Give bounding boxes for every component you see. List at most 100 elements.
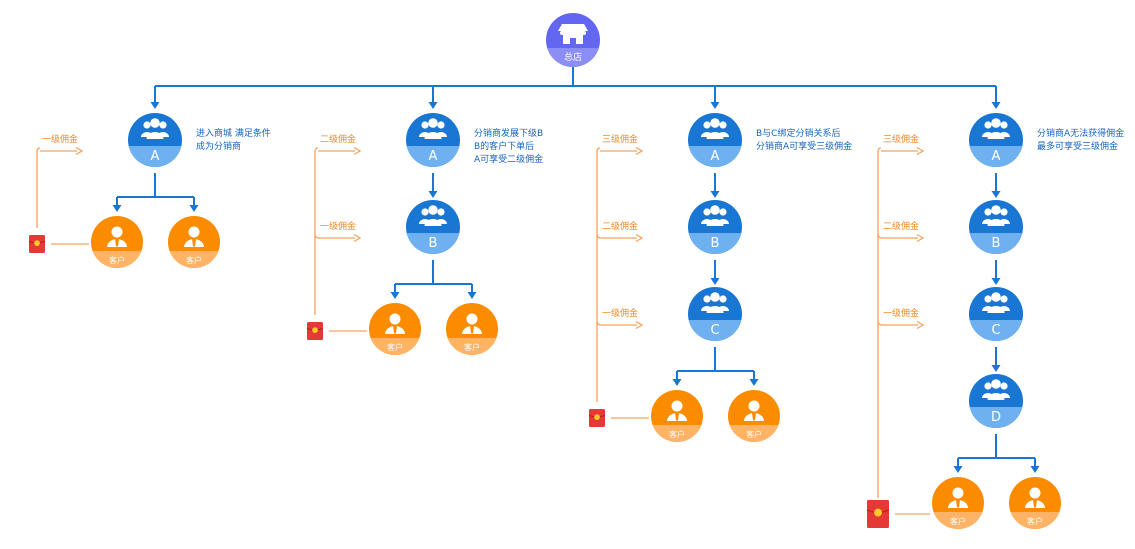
distributor-label: B xyxy=(992,236,1001,251)
customer-arrow xyxy=(1030,458,1040,473)
customer-label: 客户 xyxy=(1027,516,1043,526)
chain-arrow xyxy=(428,173,438,198)
customer-node: 客户 xyxy=(728,390,780,442)
user-icon xyxy=(948,487,968,508)
note-line: 分销商A可享受三级佣金 xyxy=(756,140,852,152)
distributor-node: B xyxy=(688,200,742,254)
customer-node: 客户 xyxy=(1009,477,1061,529)
commission-label: 一级佣金 xyxy=(883,307,919,319)
group-icon xyxy=(701,205,729,226)
customer-arrow xyxy=(672,371,682,386)
commission-label: 二级佣金 xyxy=(320,133,356,145)
group-icon xyxy=(982,118,1010,139)
note-line: 成为分销商 xyxy=(196,140,241,152)
user-icon xyxy=(1025,487,1045,508)
distributor-label: B xyxy=(429,236,438,251)
distributor-label: A xyxy=(711,149,720,164)
commission-arrow xyxy=(882,320,925,330)
user-icon xyxy=(462,313,482,334)
distributor-label: D xyxy=(991,410,1001,425)
customer-node: 客户 xyxy=(91,216,143,268)
customer-arrow xyxy=(749,371,759,386)
group-icon xyxy=(982,205,1010,226)
customer-arrow xyxy=(189,197,199,212)
distributor-label: A xyxy=(992,149,1001,164)
red-envelope-icon xyxy=(866,500,890,528)
hq-to-column-arrow xyxy=(428,86,438,109)
commission-label: 一级佣金 xyxy=(320,220,356,232)
group-icon xyxy=(419,118,447,139)
distributor-label: A xyxy=(429,149,438,164)
commission-arrow xyxy=(319,233,362,243)
group-icon xyxy=(982,379,1010,400)
customer-label: 客户 xyxy=(109,255,125,265)
customer-label: 客户 xyxy=(186,255,202,265)
commission-arrow xyxy=(318,146,362,156)
distribution-columns: A客户客户进入商城 满足条件成为分销商一级佣金AB客户客户分销商发展下级BB的客… xyxy=(28,86,1124,529)
customer-label: 客户 xyxy=(464,342,480,352)
commission-arrow xyxy=(601,233,644,243)
commission-label: 二级佣金 xyxy=(602,220,638,232)
user-icon xyxy=(385,313,405,334)
hq-connector xyxy=(155,67,996,87)
commission-label: 三级佣金 xyxy=(602,133,638,145)
distributor-label: C xyxy=(991,323,1000,338)
customer-node: 客户 xyxy=(446,303,498,355)
commission-arrow xyxy=(40,146,84,156)
distributor-label: B xyxy=(711,236,720,251)
group-icon xyxy=(982,292,1010,313)
red-envelope-icon xyxy=(588,409,606,427)
note-line: B的客户下单后 xyxy=(474,140,534,152)
customer-arrow xyxy=(390,284,400,299)
group-icon xyxy=(701,118,729,139)
chain-arrow xyxy=(991,347,1001,372)
customer-branch xyxy=(112,173,199,212)
hq-node: 总店 xyxy=(546,13,600,67)
note-line: 分销商A无法获得佣金 xyxy=(1037,127,1124,139)
commission-label: 一级佣金 xyxy=(42,133,78,145)
customer-branch xyxy=(672,347,759,386)
note-line: A可享受二级佣金 xyxy=(474,153,543,165)
note-line: 进入商城 满足条件 xyxy=(196,127,271,139)
red-envelope-icon xyxy=(306,322,324,340)
commission-arrow xyxy=(601,320,644,330)
distributor-node: D xyxy=(969,374,1023,428)
customer-label: 客户 xyxy=(746,429,762,439)
customer-node: 客户 xyxy=(369,303,421,355)
customer-label: 客户 xyxy=(669,429,685,439)
distributor-node: B xyxy=(406,200,460,254)
group-icon xyxy=(141,118,169,139)
group-icon xyxy=(419,205,447,226)
customer-node: 客户 xyxy=(168,216,220,268)
commission-label: 二级佣金 xyxy=(883,220,919,232)
commission-label: 三级佣金 xyxy=(883,133,919,145)
customer-branch xyxy=(953,434,1040,473)
customer-node: 客户 xyxy=(651,390,703,442)
customer-label: 客户 xyxy=(387,342,403,352)
distributor-node: C xyxy=(969,287,1023,341)
distributor-node: B xyxy=(969,200,1023,254)
chain-arrow xyxy=(991,173,1001,198)
distributor-node: A xyxy=(969,113,1023,167)
user-icon xyxy=(744,400,764,421)
note-line: B与C绑定分销关系后 xyxy=(756,127,840,139)
user-icon xyxy=(107,226,127,247)
distributor-node: C xyxy=(688,287,742,341)
customer-arrow xyxy=(112,197,122,212)
red-envelope-icon xyxy=(28,235,46,253)
customer-label: 客户 xyxy=(950,516,966,526)
hq-to-column-arrow xyxy=(150,86,160,109)
commission-arrow xyxy=(881,146,925,156)
commission-label: 一级佣金 xyxy=(602,307,638,319)
column-1: A客户客户进入商城 满足条件成为分销商一级佣金 xyxy=(28,86,271,268)
customer-arrow xyxy=(467,284,477,299)
